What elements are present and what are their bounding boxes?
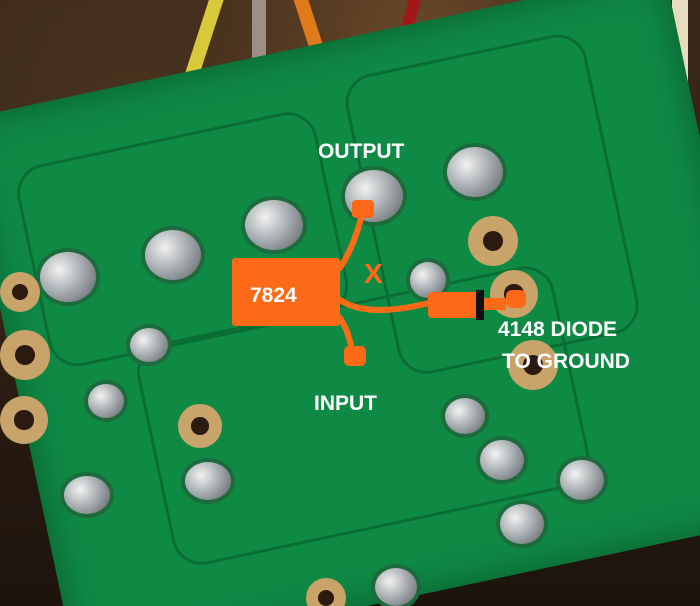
solder-pad — [560, 460, 604, 500]
solder-pad — [500, 504, 544, 544]
through-hole — [0, 396, 48, 444]
through-hole — [0, 272, 40, 312]
through-hole — [178, 404, 222, 448]
through-hole — [0, 330, 50, 380]
through-hole — [306, 578, 346, 606]
solder-pad — [445, 398, 485, 434]
solder-pad — [130, 328, 168, 362]
diode-label-line1: 4148 DIODE — [498, 318, 618, 341]
through-hole — [508, 340, 558, 390]
solder-pad — [480, 440, 524, 480]
solder-pad — [185, 462, 231, 500]
regulator-label: 7824 — [250, 284, 297, 307]
solder-pad — [40, 252, 96, 302]
solder-pad — [64, 476, 110, 514]
diode-label-line2: TO GROUND — [502, 350, 630, 373]
solder-pad — [88, 384, 124, 418]
output-label: OUTPUT — [318, 140, 405, 163]
solder-pad — [245, 200, 303, 250]
solder-pad — [447, 147, 503, 197]
regulator-body — [232, 258, 340, 326]
through-hole — [468, 216, 518, 266]
solder-pad — [375, 568, 417, 606]
input-label: INPUT — [314, 392, 377, 415]
cut-mark: X — [364, 258, 383, 289]
solder-pad — [145, 230, 201, 280]
